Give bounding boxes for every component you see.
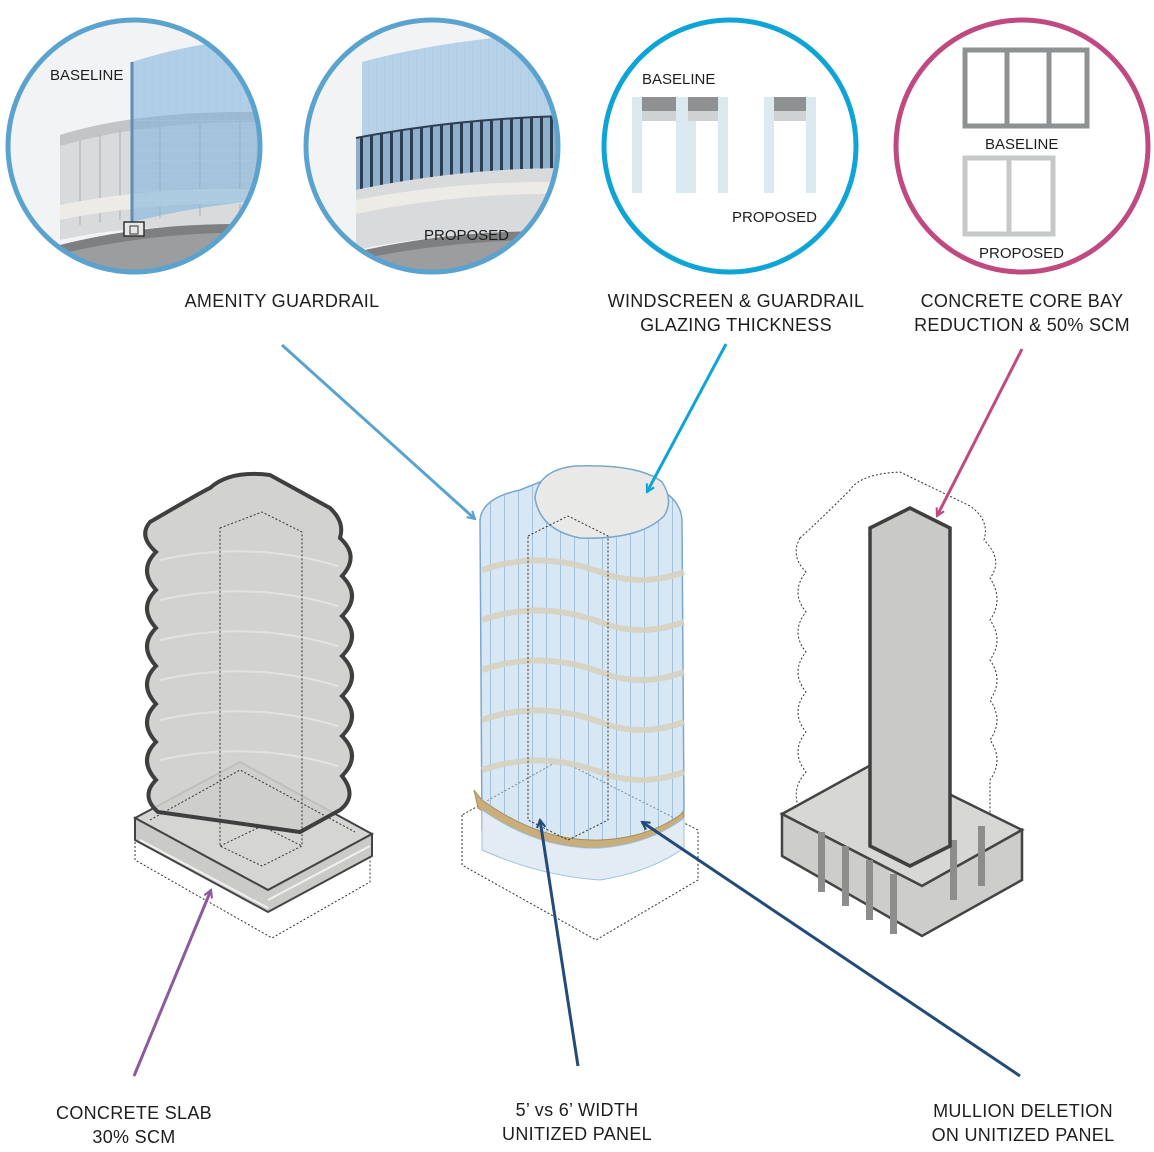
guardrail-proposed-icon: PROPOSED: [303, 17, 561, 275]
mullion-deletion-label: MULLION DELETION ON UNITIZED PANEL: [906, 1099, 1140, 1147]
glazing-thickness-line-1: WINDSCREEN & GUARDRAIL: [607, 291, 865, 311]
glazing-thickness-arrow: [645, 343, 728, 492]
facade-tower-icon: [461, 465, 699, 941]
glazing-icon: BASELINE PROPOSED: [601, 17, 859, 275]
core-tower-icon: [779, 471, 1025, 938]
glazing-thickness-label: WINDSCREEN & GUARDRAIL GLAZING THICKNESS: [580, 289, 892, 337]
guardrail-proposed-tag: PROPOSED: [424, 227, 509, 244]
unitized-panel-line-2: UNITIZED PANEL: [502, 1124, 652, 1144]
concrete-slab-label: CONCRETE SLAB 30% SCM: [30, 1101, 238, 1149]
core-bay-label: CONCRETE CORE BAY REDUCTION & 50% SCM: [900, 289, 1144, 337]
core-bay-line-2: REDUCTION & 50% SCM: [914, 315, 1130, 335]
core-bay-line-1: CONCRETE CORE BAY: [920, 291, 1124, 311]
amenity-guardrail-label: AMENITY GUARDRAIL: [160, 289, 404, 313]
amenity-guardrail-line-1: AMENITY GUARDRAIL: [184, 291, 380, 311]
guardrail-baseline-icon: BASELINE: [5, 17, 263, 275]
glazing-thickness-line-2: GLAZING THICKNESS: [640, 315, 832, 335]
mullion-deletion-line-2: ON UNITIZED PANEL: [931, 1125, 1115, 1145]
amenity-guardrail-arrow: [280, 343, 475, 519]
core-baseline-tag: BASELINE: [985, 136, 1058, 153]
concrete-slab-line-2: 30% SCM: [92, 1127, 176, 1147]
slab-tower-icon: [132, 471, 375, 939]
unitized-panel-arrow: [540, 820, 580, 1067]
glazing-baseline-tag: BASELINE: [642, 71, 715, 88]
core-bay-arrow: [937, 348, 1024, 516]
guardrail-baseline-tag: BASELINE: [50, 67, 123, 84]
concrete-slab-line-1: CONCRETE SLAB: [56, 1103, 212, 1123]
unitized-panel-label: 5’ vs 6’ WIDTH UNITIZED PANEL: [470, 1098, 684, 1146]
unitized-panel-line-1: 5’ vs 6’ WIDTH: [515, 1100, 639, 1120]
concrete-slab-arrow: [132, 890, 211, 1077]
core-proposed-tag: PROPOSED: [979, 245, 1064, 262]
mullion-deletion-line-1: MULLION DELETION: [933, 1101, 1113, 1121]
glazing-proposed-tag: PROPOSED: [732, 209, 817, 226]
core-bay-icon: BASELINE PROPOSED: [893, 17, 1151, 275]
mullion-deletion-arrow: [642, 820, 1021, 1078]
